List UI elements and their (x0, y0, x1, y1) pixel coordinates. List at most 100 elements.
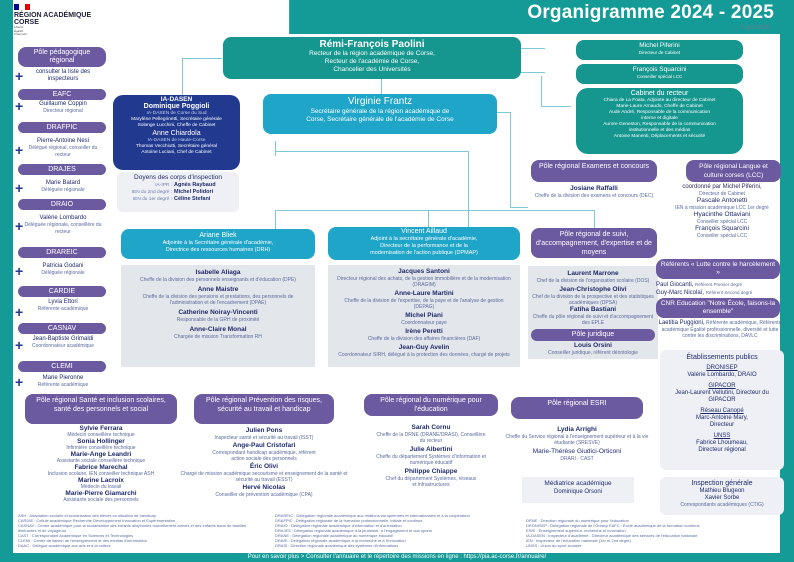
person-name: Isabelle Aliaga (195, 269, 241, 276)
sg-name: Virginie Frantz (347, 96, 413, 107)
person-role: Chef du département Systèmes, réseaux et… (385, 476, 477, 488)
sg-role: Secrétaire générale de la région académi… (310, 108, 450, 115)
page-date: 5 juin 2025 (740, 25, 770, 31)
drh-staff-box: Isabelle Aliaga Cheffe de la division de… (121, 265, 315, 367)
logo-line1: RÉGION ACADÉMIQUE (14, 12, 92, 19)
person-name: Lydia Arrighi (557, 426, 597, 433)
sidebar-pill-drafpic[interactable]: DRAFPIC (18, 122, 106, 133)
acronym-line: DRNE : Direction régionale du numérique … (526, 518, 629, 523)
acronym-line: DRAIO : Délégation régionale académique … (275, 523, 402, 528)
harcelement-pill[interactable]: Référents « Lutte contre le harcèlement … (656, 259, 780, 279)
person-name: Sarah Cornu (411, 424, 451, 431)
pole-examens-pill[interactable]: Pôle régional Examens et concours (531, 160, 657, 182)
doyens-value: Agnès Raybaud (174, 182, 216, 188)
org-link[interactable]: DRONISEP (706, 365, 738, 371)
plus-icon[interactable]: + (15, 180, 24, 196)
logo-line2: CORSE (14, 19, 39, 26)
plus-icon[interactable]: + (15, 98, 24, 114)
plus-icon[interactable]: + (15, 337, 24, 353)
person-name: Paul Giocanti, (656, 282, 694, 288)
acronym-line: CARDIE : Cellule académique Recherche Dé… (18, 518, 176, 523)
person-name: Catherine Noiray-Vincenti (178, 309, 258, 316)
sidebar-pill-drareic[interactable]: DRAREIC (18, 247, 106, 258)
acronym-line: DRASI : Direction régionale académique d… (275, 543, 399, 548)
esri-content: Lydia Arrighi Cheffe du Service régional… (505, 426, 649, 462)
org-text: Valérie Lombardo, DRAIO (687, 372, 757, 378)
sidebar-pill-clemi[interactable]: CLEMI (18, 361, 106, 372)
acronym-line: DRAREIC : Délégation régionale académiqu… (275, 513, 470, 518)
plus-icon[interactable]: + (15, 304, 24, 320)
plus-icon[interactable]: + (15, 263, 24, 279)
sidebar-pill-draio[interactable]: DRAIO (18, 199, 106, 210)
person-name: Marine Lacroix (78, 477, 124, 484)
person-name: Anne-Claire Monal (189, 326, 247, 333)
sidebar-pill-drajes[interactable]: DRAJES (18, 164, 106, 175)
sidebar-pill-casnav[interactable]: CASNAV (18, 323, 106, 334)
person-name: François Squarcini (632, 66, 687, 73)
org-link[interactable]: Réseau Canopé (700, 408, 744, 414)
acronym-line: Pierre-Antoine Nesi (36, 138, 90, 144)
drh-name: Ariane Bliek (199, 232, 237, 239)
person-name: Dominique Orsoni (553, 489, 603, 495)
sidebar-link-inspecteurs[interactable]: consulter la liste des inspecteurs (35, 69, 91, 82)
person-name: Laurent Marrone (567, 270, 619, 277)
sidebar-pill-cardie[interactable]: CARDIE (18, 286, 106, 297)
pole-esri-pill[interactable]: Pôle régional ESRI (511, 397, 643, 419)
person-name: Éric Olivi (249, 463, 279, 470)
org-link[interactable]: GIPACOR (708, 383, 736, 389)
person-name: Michel Piani (405, 312, 443, 319)
flag-icon (14, 4, 30, 10)
acronym-line: Déléguée régionale, conseillère du recte… (24, 222, 102, 235)
person-role: Chargée de mission Transformation RH (174, 334, 262, 340)
acronyms-col3: DRNE : Direction régionale du numérique … (526, 518, 781, 548)
person-name: Ange-Paul Cristofari (232, 442, 296, 449)
pole-lcc-pill[interactable]: Pôle régional Langue et culture corses (… (686, 160, 781, 182)
person-role: Conseiller spécial LCC (696, 219, 748, 225)
cnr-pill[interactable]: CNR Education "Notre École, faisons-la e… (656, 298, 780, 318)
acronym-line: Référente académique (37, 306, 89, 312)
staff-line: Solange Lucchini, Cheffe de Cabinet (137, 123, 216, 128)
drh-role: Directrice des ressources humaines (DRH) (165, 247, 271, 253)
harcelement-content: Paul Giocanti, Référent Premier degré Gu… (656, 281, 786, 297)
cabinet-recteur-box: Cabinet du recteur Chiara de La Foata, A… (576, 88, 743, 154)
iadasen-box: IA-DASEN Dominique Poggioli IA-DASEN de … (113, 95, 240, 170)
acronym-line: Référente académique (37, 382, 89, 388)
person-name: Julie Albertini (409, 446, 453, 453)
pole-suivi-pill[interactable]: Pôle régional de suivi, d'accompagnement… (531, 228, 657, 258)
logo-motto-3: Fraternité (14, 32, 27, 36)
pole-juridique-pill[interactable]: Pôle juridique (531, 329, 655, 341)
pole-sante-pill[interactable]: Pôle régional Santé et inclusion scolair… (25, 394, 177, 424)
person-name: Marie-Ange Leandri (70, 451, 132, 458)
pole-prevention-pill[interactable]: Pôle régional Prévention des risques, sé… (194, 394, 334, 424)
person-name: Anne Maistre (197, 286, 239, 293)
person-name: Jean-Guy Avelin (398, 344, 450, 351)
org-link[interactable]: UNSS (713, 433, 731, 439)
acronym-line: DRAJES : Délégation régionale académique… (275, 528, 432, 533)
pole-numerique-pill[interactable]: Pôle régional du numérique pour l'éducat… (364, 394, 498, 416)
acronym-line: Directeur régional (43, 108, 83, 114)
person-name: Fatiha Bastiani (569, 306, 617, 313)
person-role: Coordonnateur paye (401, 320, 447, 326)
person-name: Julien Pons (245, 427, 283, 434)
sidebar-pill-eafc[interactable]: EAFC (18, 89, 106, 100)
person-role: IEN à mission académique LCC 1er degré (675, 205, 769, 211)
plus-icon[interactable]: + (15, 142, 24, 158)
staff-line: Thomas Vecchiutti, Secrétaire général (135, 144, 218, 149)
sidebar-pill-pole-pedagogique[interactable]: Pôle pédagogique régional (18, 47, 106, 67)
acronym-line: CAST : Correspondant Académique en Scien… (18, 533, 134, 538)
footer-annuaire-link[interactable]: Pour en savoir plus > Consulter l'annuai… (0, 553, 794, 562)
acronym-line: ESRI : Enseignement supérieur, recherche… (526, 528, 626, 533)
person-name: François Squarcini (695, 225, 749, 232)
doyens-value: Céline Stefani (174, 196, 211, 202)
logo-motto-2: Égalité (14, 28, 24, 33)
person-role: Cheffe de la division des pensions et pr… (142, 294, 294, 306)
dpmap-role: Adjoint à la secrétaire générale d'acadé… (370, 236, 478, 242)
acronym-line: Valérie Lombardo (39, 215, 87, 221)
plus-icon[interactable]: + (15, 68, 24, 84)
plus-icon[interactable]: + (15, 374, 24, 390)
person-role: Cheffe du département Systèmes d'informa… (376, 454, 486, 466)
plus-icon[interactable]: + (15, 218, 24, 234)
